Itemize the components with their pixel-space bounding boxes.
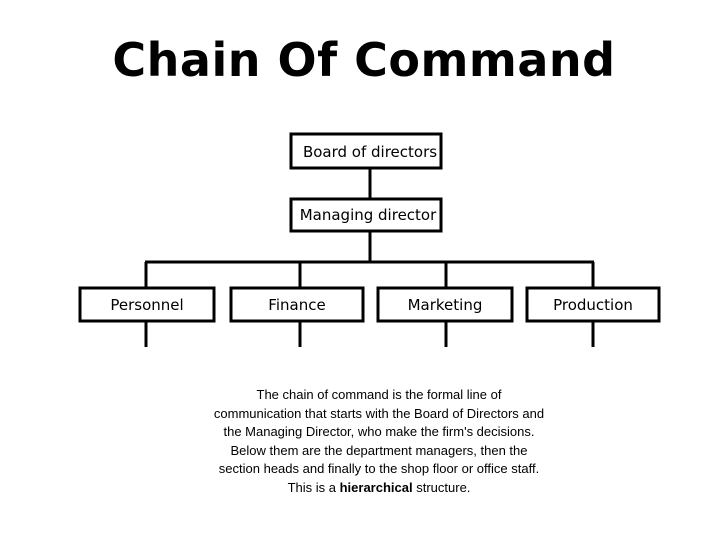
marketing-label: Marketing <box>408 296 483 314</box>
production-label: Production <box>553 296 633 314</box>
caption-line: Below them are the department managers, … <box>230 442 528 458</box>
caption-line: the Managing Director, who make the firm… <box>223 424 535 439</box>
finance-label: Finance <box>268 296 325 314</box>
personnel-label: Personnel <box>110 296 183 314</box>
caption-last-prefix: This is a <box>287 479 340 495</box>
managing-director-label: Managing director <box>300 206 437 224</box>
caption: The chain of command is the formal line … <box>190 386 568 497</box>
caption-last-suffix: structure. <box>412 479 471 495</box>
caption-line: communication that starts with the Board… <box>213 405 545 421</box>
caption-line: The chain of command is the formal line … <box>256 387 502 402</box>
caption-last-line: This is a hierarchical structure. <box>190 479 568 498</box>
caption-line: section heads and finally to the shop fl… <box>218 461 540 476</box>
managing-director-box <box>289 197 443 233</box>
caption-bold-word: hierarchical <box>339 479 413 495</box>
slide-title: Chain Of Command <box>112 33 616 87</box>
board-label: Board of directors <box>303 143 437 161</box>
finance-box <box>229 286 365 323</box>
board-box <box>289 132 443 170</box>
